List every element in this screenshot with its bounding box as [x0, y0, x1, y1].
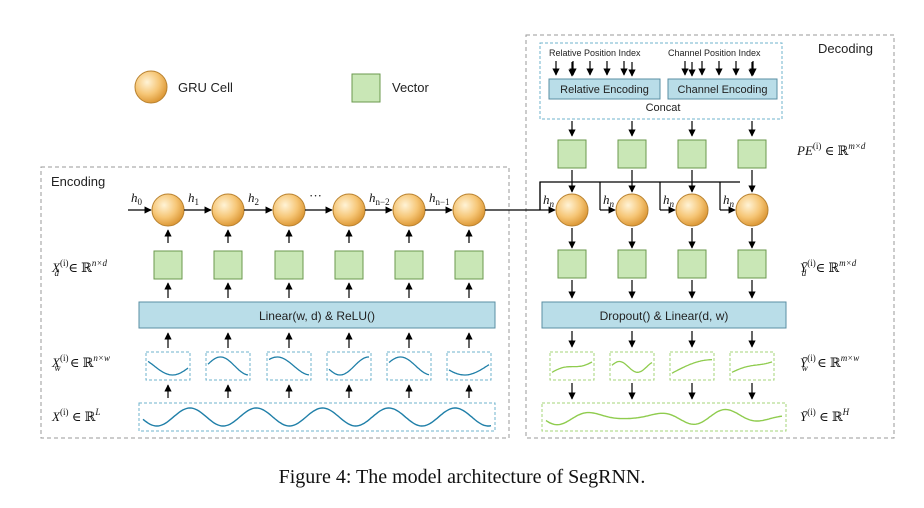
encoder-gru-cell	[211, 193, 245, 227]
relative-encoding-label: Relative Encoding	[560, 84, 649, 96]
decoder-vector	[557, 249, 587, 279]
legend-vector-icon	[351, 73, 381, 103]
relative-position-index-label: Relative Position Index	[549, 48, 641, 58]
encoder-gru-cell	[452, 193, 486, 227]
output-segment-box	[729, 351, 775, 381]
encoder-vector	[394, 250, 424, 280]
decoder-gru-cell	[555, 193, 589, 227]
decoding-section-label: Decoding	[818, 41, 873, 56]
output-series-box	[541, 402, 787, 432]
decoder-gru-cell	[735, 193, 769, 227]
output-series-wave	[545, 408, 783, 426]
y-d-label: Ȳ(i)d ∈ ℝm×d	[800, 258, 857, 278]
encoder-columns	[145, 193, 492, 398]
input-segment-box	[266, 351, 312, 381]
input-series-box	[138, 402, 496, 432]
input-segment-box	[326, 351, 372, 381]
encoding-section-box	[40, 166, 510, 439]
decoder-hidden-label: hn	[543, 192, 555, 209]
encoder-linear-layer	[138, 301, 496, 329]
decoder-vector	[617, 249, 647, 279]
encoder-gru-cell	[392, 193, 426, 227]
recurrence-links: h0 h1 h2 ··· hn−2 hn−1 hn hn hn hn	[128, 181, 740, 214]
relative-encoding-box	[548, 78, 661, 100]
input-segment-wave	[147, 360, 189, 376]
input-segment-box	[386, 351, 432, 381]
channel-encoding-label: Channel Encoding	[678, 84, 768, 96]
decoder-columns	[549, 62, 775, 400]
output-segment-box	[549, 351, 595, 381]
decoder-hidden-label: hn	[603, 192, 615, 209]
decoding-section-box	[525, 34, 895, 439]
channel-encoding-box	[667, 78, 778, 100]
decoder-gru-cell	[675, 193, 709, 227]
channel-position-index-label: Channel Position Index	[668, 48, 761, 58]
output-segment-wave	[551, 361, 593, 373]
decoder-vector	[677, 249, 707, 279]
positional-embedding-vector	[557, 139, 587, 169]
x-w-label: X(i)w ∈ ℝn×w	[51, 353, 110, 373]
decoder-vector	[737, 249, 767, 279]
input-segment-wave	[448, 364, 490, 376]
x-d-label: X(i)d ∈ ℝn×d	[51, 258, 107, 278]
encoder-linear-label: Linear(w, d) & ReLU()	[259, 309, 375, 323]
decoder-hidden-label: hn	[663, 192, 675, 209]
x-label: X(i) ∈ ℝL	[51, 407, 100, 424]
output-segment-box	[669, 351, 715, 381]
input-segment-wave	[328, 356, 369, 376]
output-segment-box	[609, 351, 655, 381]
input-segment-wave	[388, 356, 430, 376]
output-segment-wave	[611, 360, 653, 373]
hidden-state-label: ···	[309, 188, 322, 203]
y-w-label: Ȳ(i)w ∈ ℝm×w	[800, 353, 859, 373]
encoder-vector	[153, 250, 183, 280]
concat-label: Concat	[646, 102, 681, 114]
positional-embedding-vector	[737, 139, 767, 169]
legend-gru-cell-label: GRU Cell	[178, 80, 233, 95]
positional-embedding-vector	[617, 139, 647, 169]
decoder-linear-layer	[541, 301, 787, 329]
pe-label: PE(i) ∈ ℝm×d	[796, 141, 866, 158]
hidden-state-label: hn−1	[429, 190, 450, 207]
encoder-gru-cell	[272, 193, 306, 227]
hidden-state-label: h1	[188, 190, 199, 207]
encoder-vector	[454, 250, 484, 280]
input-segment-box	[145, 351, 191, 381]
decoder-hidden-label: hn	[723, 192, 735, 209]
hidden-state-label: h0	[131, 190, 143, 207]
legend-vector-label: Vector	[392, 80, 430, 95]
input-segment-wave	[268, 356, 310, 376]
hidden-state-label: h2	[248, 190, 259, 207]
index-area-box	[539, 42, 783, 120]
output-segment-wave	[731, 361, 773, 373]
encoding-section-label: Encoding	[51, 174, 105, 189]
legend-gru-cell-icon	[134, 70, 168, 104]
input-segment-box	[205, 351, 251, 381]
positional-embedding-vector	[677, 139, 707, 169]
input-segment-box	[446, 351, 492, 381]
decoder-gru-cell	[615, 193, 649, 227]
encoder-gru-cell	[332, 193, 366, 227]
encoder-vector	[334, 250, 364, 280]
encoder-vector	[213, 250, 243, 280]
output-segment-wave	[671, 359, 712, 374]
encoder-vector	[274, 250, 304, 280]
y-label: Ȳ(i) ∈ ℝH	[800, 407, 850, 424]
decoder-linear-label: Dropout() & Linear(d, w)	[600, 309, 729, 323]
hidden-state-label: hn−2	[369, 190, 390, 207]
input-segment-wave	[207, 356, 249, 376]
figure-caption: Figure 4: The model architecture of SegR…	[278, 466, 646, 488]
index-arrows	[552, 61, 757, 76]
encoder-gru-cell	[151, 193, 185, 227]
input-series-wave	[142, 407, 492, 427]
